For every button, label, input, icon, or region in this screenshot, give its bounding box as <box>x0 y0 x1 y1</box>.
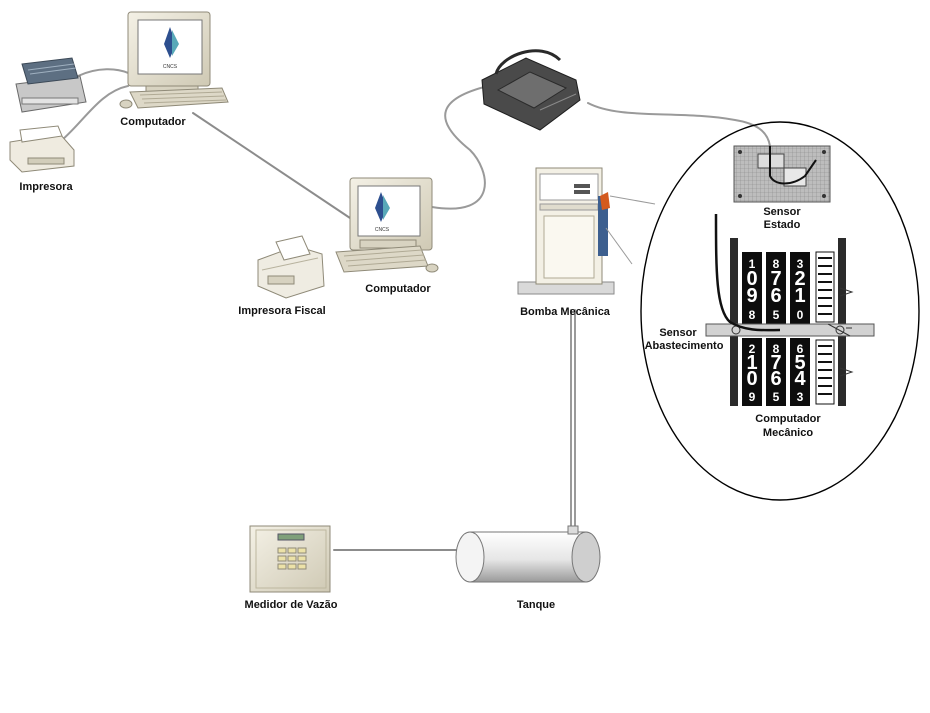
counter-digit: 2 <box>794 268 805 290</box>
dot-matrix-printer <box>15 57 87 113</box>
counter-digit: 9 <box>746 285 757 307</box>
decimal-wheel-upper <box>815 251 835 323</box>
counter-wheel <box>766 338 786 406</box>
counter-digit: 1 <box>749 257 756 271</box>
computer-mid: CNCS <box>335 177 439 273</box>
counter-digit: 0 <box>746 268 757 290</box>
pump-label: Bomba Mecânica <box>520 306 611 318</box>
pump-nozzle-icon <box>600 192 610 210</box>
counter-digit: 5 <box>773 390 780 404</box>
storage-tank <box>455 525 601 583</box>
mech-computer-label-line1: Computador <box>755 413 821 425</box>
mouse-mid <box>425 263 439 273</box>
fiscal-printer <box>257 235 325 299</box>
cables <box>61 68 771 551</box>
counter-digit: 0 <box>797 308 804 322</box>
counter-wheel <box>742 338 762 406</box>
sensor-state-label-line2: Estado <box>764 219 801 231</box>
counter-digit: 5 <box>794 352 805 374</box>
counter-digit: 3 <box>797 390 804 404</box>
counter-digit: 8 <box>773 257 780 271</box>
fuel-pump <box>517 167 615 295</box>
fuel-sensor-bar <box>705 323 875 337</box>
counter-digit: 2 <box>749 342 756 356</box>
cable-printer-to-computer-top <box>77 68 135 77</box>
counter-digit: 7 <box>770 268 781 290</box>
fiscal-printer-label: Impresora Fiscal <box>238 305 325 317</box>
counter-digit: 6 <box>797 342 804 356</box>
counter-wheel <box>766 252 786 324</box>
mech-computer-label-line2: Mecânico <box>763 427 813 439</box>
counter-digit: 7 <box>770 352 781 374</box>
counter-digit: 6 <box>770 285 781 307</box>
interface-device <box>481 49 581 131</box>
printer-label: Impresora <box>19 181 73 193</box>
flow-meter-label: Medidor de Vazão <box>245 599 338 611</box>
counter-digit: 9 <box>749 390 756 404</box>
decimal-wheel-lower <box>815 339 835 405</box>
laser-printer <box>9 125 75 173</box>
counter-digit: 8 <box>749 308 756 322</box>
sensor-state-label-line1: Sensor <box>763 206 801 218</box>
computer-top: CNCS <box>119 11 229 109</box>
cable-computer-mid-to-modem <box>431 85 489 210</box>
keyboard-mid <box>335 245 429 273</box>
counter-digit: 3 <box>797 257 804 271</box>
counter-wheel <box>790 338 810 406</box>
flow-meter <box>249 525 331 593</box>
computer-mid-logo-text: CNCS <box>375 227 390 233</box>
computer-mid-label: Computador <box>365 283 431 295</box>
counter-digit: 1 <box>794 285 805 307</box>
counter-digit: 4 <box>794 368 806 390</box>
sensor-fuel-label-line1: Sensor <box>659 327 697 339</box>
tank-label: Tanque <box>517 599 555 611</box>
counter-digit: 0 <box>746 368 757 390</box>
computer-logo-icon <box>164 27 179 58</box>
mouse-top <box>119 99 133 109</box>
counter-digit: 6 <box>770 368 781 390</box>
computer-top-label: Computador <box>120 116 186 128</box>
sensor-fuel-label-line2: Abastecimento <box>645 340 724 352</box>
counter-digit: 1 <box>746 352 757 374</box>
counter-wheel <box>742 252 762 324</box>
zoom-lines <box>605 195 656 265</box>
cable-modem-to-sensor <box>587 102 771 147</box>
cable-printer2-to-computer-top <box>61 85 129 141</box>
state-sensor-board <box>733 145 831 203</box>
computer-top-logo-text: CNCS <box>163 64 178 70</box>
computer-mid-logo-icon <box>375 192 390 222</box>
cable-computer-top-to-computer-mid <box>192 112 351 219</box>
counter-wheel <box>790 252 810 324</box>
counter-digit: 8 <box>773 342 780 356</box>
detail-zoom-ellipse <box>640 121 920 501</box>
counter-digit: 5 <box>773 308 780 322</box>
